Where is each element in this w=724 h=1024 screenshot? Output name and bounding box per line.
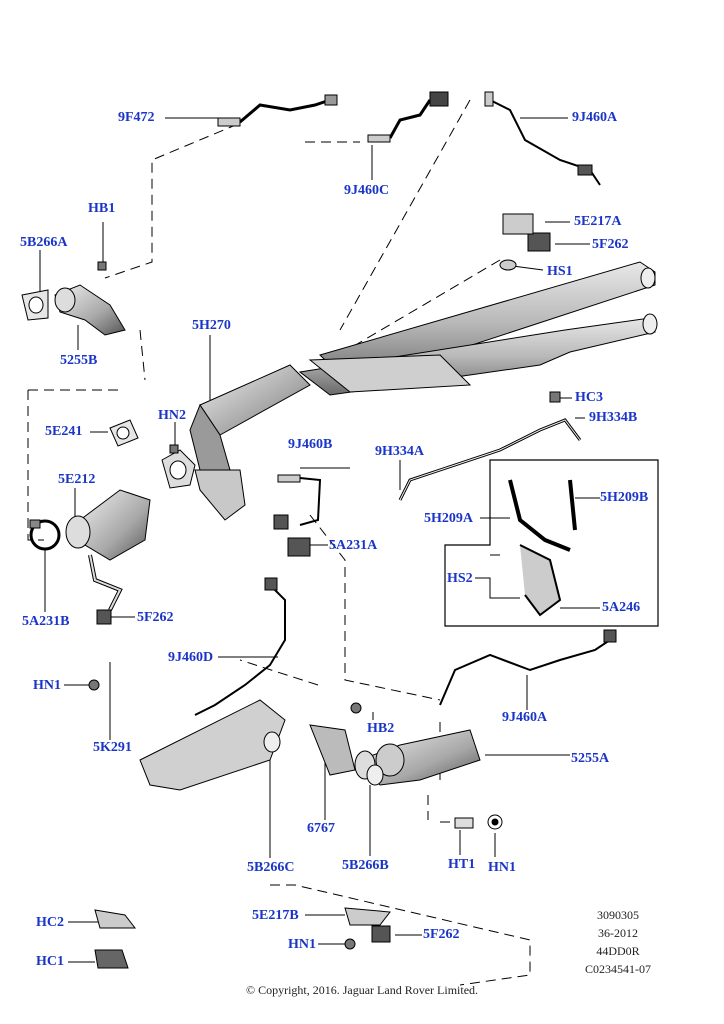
label-HN1-right: HN1 <box>488 860 516 875</box>
label-5B266A: 5B266A <box>20 235 68 250</box>
label-HS1: HS1 <box>547 264 573 279</box>
gasket-5B266A <box>21 289 49 321</box>
label-HN2: HN2 <box>158 408 186 423</box>
pipe-9H334 <box>398 418 582 501</box>
label-9H334B: 9H334B <box>589 410 638 425</box>
pipe-5255A <box>354 729 481 786</box>
label-5K291: 5K291 <box>93 740 132 755</box>
label-9J460B: 9J460B <box>288 437 333 452</box>
ref-line-2: 36-2012 <box>598 926 638 940</box>
sensor-9J460D <box>194 577 286 716</box>
label-5A231A: 5A231A <box>329 538 378 553</box>
label-HS2: HS2 <box>447 571 473 586</box>
label-HT1: HT1 <box>448 857 476 872</box>
label-9J460C: 9J460C <box>344 183 390 198</box>
label-5B266C: 5B266C <box>247 860 295 875</box>
sensor-9J460A-top <box>484 91 601 186</box>
ref-line-4: C0234541-07 <box>585 962 651 976</box>
bracket-6767 <box>309 724 356 776</box>
label-5H209B: 5H209B <box>600 490 649 505</box>
label-9J460A-bottom: 9J460A <box>502 710 548 725</box>
rear-exhaust-pipes <box>298 261 658 396</box>
heat-shield-5K291 <box>139 699 286 791</box>
label-5E217A: 5E217A <box>574 214 622 229</box>
copyright-notice: © Copyright, 2016. Jaguar Land Rover Lim… <box>245 983 479 997</box>
label-5F262-mid: 5F262 <box>137 610 174 625</box>
leader-lines <box>39 117 600 963</box>
gasket-5E241 <box>109 419 139 447</box>
label-HB1: HB1 <box>88 201 116 216</box>
label-5B266B: 5B266B <box>342 858 389 873</box>
label-9F472: 9F472 <box>118 110 155 125</box>
clamp-5A231B <box>29 519 61 551</box>
hardware <box>88 213 561 969</box>
label-HB2: HB2 <box>367 721 395 736</box>
gasket-5B266C <box>263 731 281 753</box>
dpf-canister <box>189 364 311 521</box>
sensor-9J460A-bottom <box>439 629 617 706</box>
catalyst-5E212 <box>65 489 151 611</box>
label-HN1-bottom: HN1 <box>288 937 316 952</box>
label-5E241: 5E241 <box>45 424 83 439</box>
dashed-guide-lines <box>27 99 531 986</box>
label-5F262-top: 5F262 <box>592 237 629 252</box>
label-5E212: 5E212 <box>58 472 96 487</box>
label-5255A: 5255A <box>571 751 610 766</box>
label-HC3: HC3 <box>575 390 603 405</box>
label-5A246: 5A246 <box>602 600 641 615</box>
label-5255B: 5255B <box>60 353 98 368</box>
label-9J460D: 9J460D <box>168 650 214 665</box>
label-6767: 6767 <box>307 821 335 836</box>
label-9J460A-top: 9J460A <box>572 110 618 125</box>
bracket-inset-frame <box>444 459 659 627</box>
ref-line-1: 3090305 <box>597 908 639 922</box>
label-5F262-bottom: 5F262 <box>423 927 460 942</box>
label-9H334A: 9H334A <box>375 444 424 459</box>
label-5A231B: 5A231B <box>22 614 70 629</box>
label-HN1-left: HN1 <box>33 678 61 693</box>
label-HC1: HC1 <box>36 954 64 969</box>
label-HC2: HC2 <box>36 915 64 930</box>
ref-line-3: 44DD0R <box>596 944 640 958</box>
label-5H270: 5H270 <box>192 318 231 333</box>
flange-HN2 <box>161 449 196 489</box>
sensor-9J460B <box>273 474 322 530</box>
sensor-9J460C <box>367 91 449 143</box>
label-5H209A: 5H209A <box>424 511 473 526</box>
label-5E217B: 5E217B <box>252 908 299 923</box>
sensor-9F472 <box>217 94 338 127</box>
downpipe-5255B <box>54 284 126 336</box>
bracket-5H209 <box>508 479 577 617</box>
gasket-5B266B <box>366 764 384 786</box>
